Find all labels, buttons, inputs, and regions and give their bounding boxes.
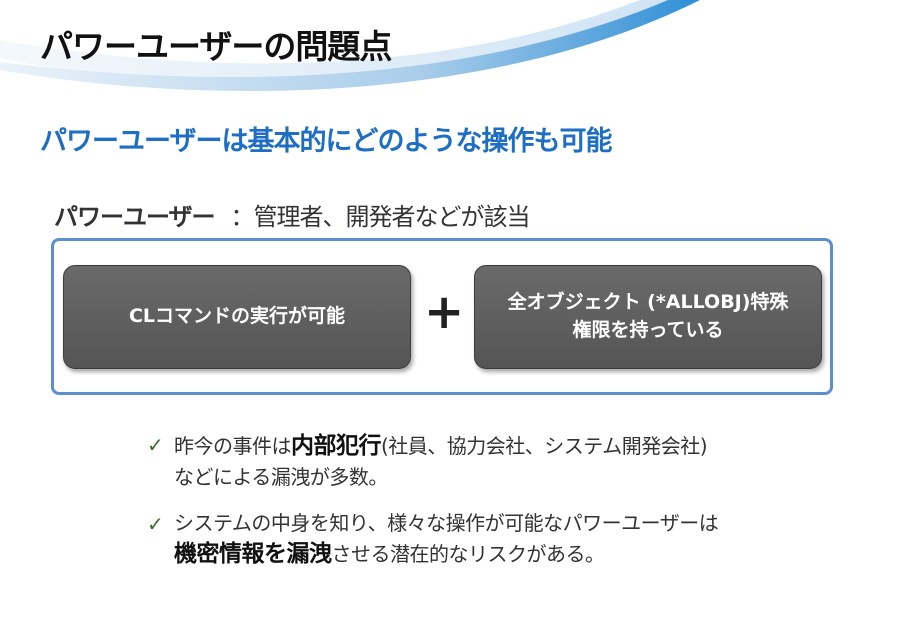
bullet-text-line2: などによる漏洩が多数。 (174, 465, 388, 490)
bullet-text-post: (社員、協力会社、システム開発会社) (381, 434, 708, 458)
bullet-item-risk: ✓ システムの中身を知り、様々な操作が可能なパワーユーザーは 機密情報を漏洩させ… (147, 509, 719, 571)
definition-term: パワーユーザー (54, 203, 216, 231)
cl-command-label: CLコマンドの実行が可能 (128, 305, 346, 328)
capabilities-frame (51, 238, 833, 395)
bullet-text: システムの中身を知り、様々な操作が可能なパワーユーザーは 機密情報を漏洩させる潜… (174, 509, 719, 571)
plus-sign: + (424, 284, 465, 340)
checkmark-icon: ✓ (147, 512, 164, 536)
bullet-text-bold: 機密情報を漏洩 (174, 541, 332, 567)
bullet-text-post: させる潜在的なリスクがある。 (331, 542, 606, 566)
slide-title: パワーユーザーの問題点 (40, 27, 392, 66)
checkmark-icon: ✓ (147, 433, 164, 457)
bullet-item-insider: ✓ 昨今の事件は内部犯行(社員、協力会社、システム開発会社) などによる漏洩が多… (147, 430, 708, 492)
bullet-text: 昨今の事件は内部犯行(社員、協力会社、システム開発会社) などによる漏洩が多数。 (174, 430, 708, 492)
allobj-authority-line2: 権限を持っている (572, 319, 724, 341)
slide-subtitle: パワーユーザーは基本的にどのような操作も可能 (40, 126, 612, 157)
cl-command-box: CLコマンドの実行が可能 (63, 265, 411, 369)
definition-line: パワーユーザー ：管理者、開発者などが該当 (54, 197, 531, 232)
bullet-text-bold: 内部犯行 (291, 433, 382, 459)
definition-description: ：管理者、開発者などが該当 (230, 203, 531, 231)
bullet-text-line1: システムの中身を知り、様々な操作が可能なパワーユーザーは (174, 511, 719, 535)
allobj-authority-line1: 全オブジェクト (*ALLOBJ)特殊 (507, 291, 789, 314)
allobj-authority-box: 全オブジェクト (*ALLOBJ)特殊 権限を持っている (474, 265, 822, 369)
allobj-authority-label: 全オブジェクト (*ALLOBJ)特殊 権限を持っている (508, 289, 789, 344)
bullet-text-pre: 昨今の事件は (174, 434, 292, 458)
header-swoosh-decoration (0, 0, 700, 92)
